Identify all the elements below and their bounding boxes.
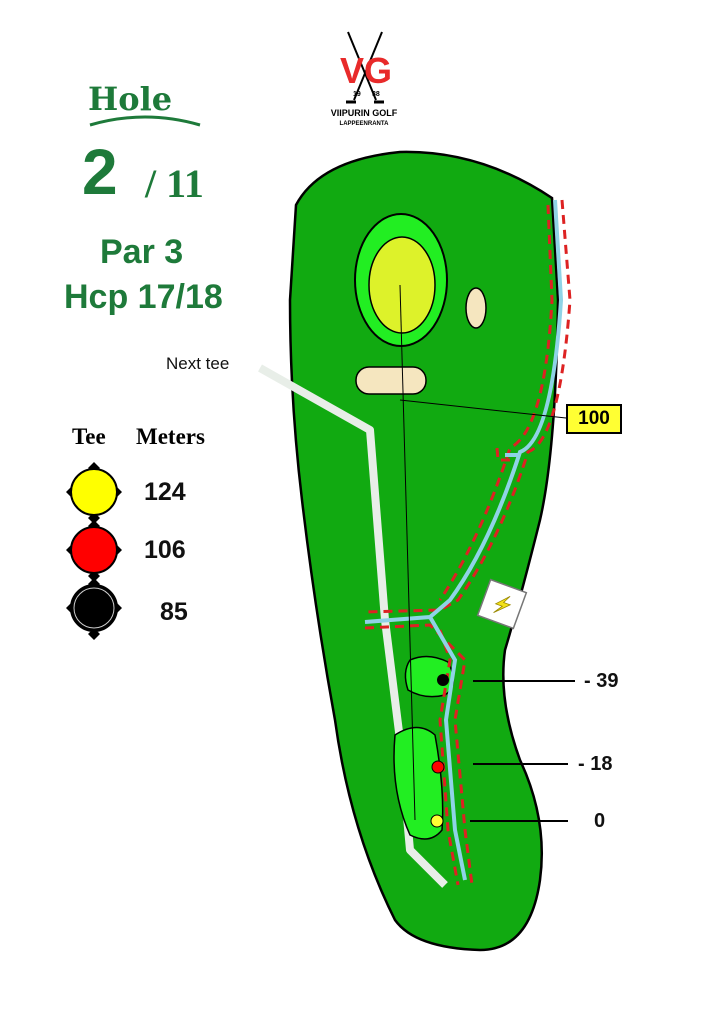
handicap-value: Hcp 17/18 [64, 278, 223, 316]
bunker-front [355, 366, 427, 395]
distance-leader [399, 399, 567, 419]
tee-offset-red: - 18 [578, 753, 613, 775]
cart-path [258, 364, 448, 888]
next-tee-label: Next tee [166, 354, 230, 373]
tee-offset-black: - 39 [584, 670, 619, 692]
distance-marker-100: 100 [566, 404, 622, 434]
tee-black-meters: 85 [160, 598, 188, 626]
tee-dot-yellow [430, 814, 444, 828]
tee-box-main [393, 726, 444, 840]
logo-name: VIIPURIN GOLF [330, 108, 398, 118]
hole-number: 2 [82, 136, 118, 208]
hole-total: / 11 [145, 161, 204, 206]
hole-underline-arc [89, 115, 201, 127]
logo-year-left: 19 [353, 91, 361, 98]
hazard-boundary [364, 199, 572, 886]
svg-text:VG: VG [340, 50, 392, 91]
center-line [399, 284, 416, 821]
logo-city: LAPPEENRANTA [339, 121, 389, 127]
tee-marker-red [66, 520, 122, 582]
tee-dot-red [431, 760, 445, 774]
tee-yellow-meters: 124 [144, 478, 186, 506]
logo-year-right: 38 [372, 91, 380, 98]
meters-column-header: Meters [136, 424, 205, 449]
par-value: Par 3 [100, 233, 184, 271]
tee-marker-yellow [66, 462, 122, 524]
tee-red-meters: 106 [144, 536, 186, 564]
tee-dot-black [437, 674, 449, 686]
hole-label: Hole [88, 80, 173, 118]
tee-offset-yellow: 0 [594, 810, 606, 832]
tee-marker-black [66, 578, 122, 640]
fairway [288, 150, 560, 952]
bunker-right [465, 287, 487, 329]
tee-color-markers [66, 462, 122, 640]
club-logo: VG 19 38 [340, 31, 392, 104]
lightning-shelter-sign [476, 578, 528, 630]
tee-column-header: Tee [72, 424, 106, 449]
stream [364, 199, 564, 881]
putting-green [368, 236, 436, 334]
